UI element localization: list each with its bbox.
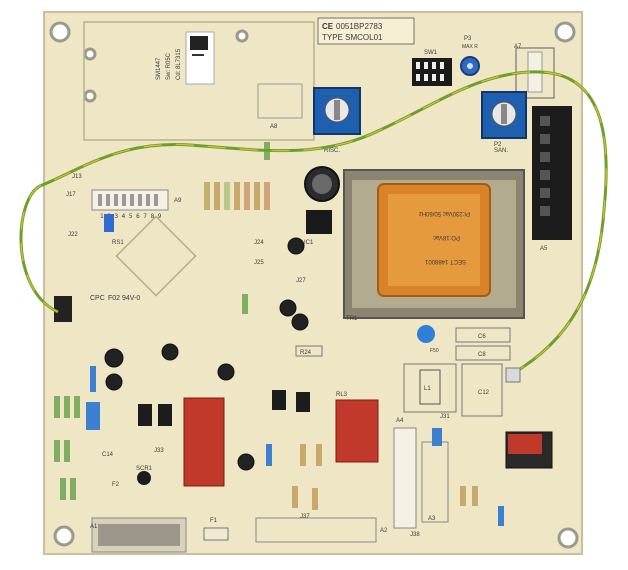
svg-text:J25: J25 — [254, 260, 264, 266]
ce-mark: CE — [322, 22, 334, 31]
svg-text:C14: C14 — [102, 452, 114, 458]
transformer-text-1: PI:230Vac 50/60Hz — [419, 210, 470, 216]
svg-text:SCR1: SCR1 — [136, 466, 153, 472]
sticker-text: SM1447 — [156, 57, 162, 80]
transformer-label: TR1 — [346, 316, 358, 322]
barcode-sticker — [185, 31, 215, 85]
potentiometer-p1 — [313, 87, 361, 135]
svg-text:A9: A9 — [174, 198, 182, 204]
pot-p3-text: MAX R — [462, 44, 478, 50]
transformer — [343, 169, 525, 319]
svg-text:J38: J38 — [410, 532, 420, 538]
relay-rl1 — [183, 397, 225, 487]
flammability-rating: F02 94V-0 — [108, 295, 140, 302]
svg-text:F1: F1 — [210, 518, 218, 524]
svg-text:J31: J31 — [440, 414, 450, 420]
resistor-bank — [204, 182, 270, 210]
transformer-text-2: PO:18Vac — [433, 234, 460, 240]
pot-p1-label: RISC. — [324, 148, 340, 154]
svg-text:C6: C6 — [478, 334, 486, 340]
svg-text:C12: C12 — [478, 390, 490, 396]
pot-p3-label: P3 — [464, 36, 472, 42]
potentiometer-p2 — [481, 91, 527, 139]
header-pins: 1 2 3 4 5 6 7 8 9 — [100, 213, 162, 220]
svg-text:J13: J13 — [72, 174, 82, 180]
sticker-text-3: Cd: 8L7315 — [176, 48, 182, 80]
pot-p2-name: P2 — [494, 142, 502, 148]
type-label: TYPE SMCOL01 — [322, 33, 383, 42]
connector-a4 — [393, 427, 417, 529]
svg-text:A7: A7 — [514, 44, 522, 50]
svg-text:J17: J17 — [66, 192, 76, 198]
svg-text:J33: J33 — [154, 448, 164, 454]
transformer-text-3: SECT 1488001 — [424, 258, 466, 264]
svg-text:C8: C8 — [478, 352, 486, 358]
svg-text:J24: J24 — [254, 240, 264, 246]
svg-text:R24: R24 — [300, 350, 312, 356]
svg-text:RL3: RL3 — [336, 392, 348, 398]
flammability-mark: CPC — [90, 295, 105, 302]
svg-text:F2: F2 — [112, 482, 120, 488]
svg-text:J22: J22 — [68, 232, 78, 238]
sticker-text-2: Sw: R05C — [166, 52, 172, 80]
svg-text:L1: L1 — [424, 386, 431, 392]
relay-rl3 — [335, 399, 379, 463]
svg-text:A8: A8 — [270, 124, 278, 130]
svg-text:RS1: RS1 — [112, 240, 124, 246]
svg-text:IC1: IC1 — [304, 240, 314, 246]
pot-p2-label: SAN. — [494, 148, 508, 154]
svg-text:A4: A4 — [396, 418, 404, 424]
svg-text:J27: J27 — [296, 278, 306, 284]
svg-text:F50: F50 — [430, 348, 439, 354]
mounting-holes — [49, 21, 579, 549]
cert-number: 0051BP2783 — [336, 22, 383, 31]
switch-label: SW1 — [424, 50, 438, 56]
svg-text:A5: A5 — [540, 246, 548, 252]
svg-text:J37: J37 — [300, 514, 310, 520]
svg-text:A2: A2 — [380, 528, 388, 534]
svg-text:A3: A3 — [428, 516, 436, 522]
svg-text:A1: A1 — [90, 524, 98, 530]
connector-a5 — [532, 106, 572, 240]
